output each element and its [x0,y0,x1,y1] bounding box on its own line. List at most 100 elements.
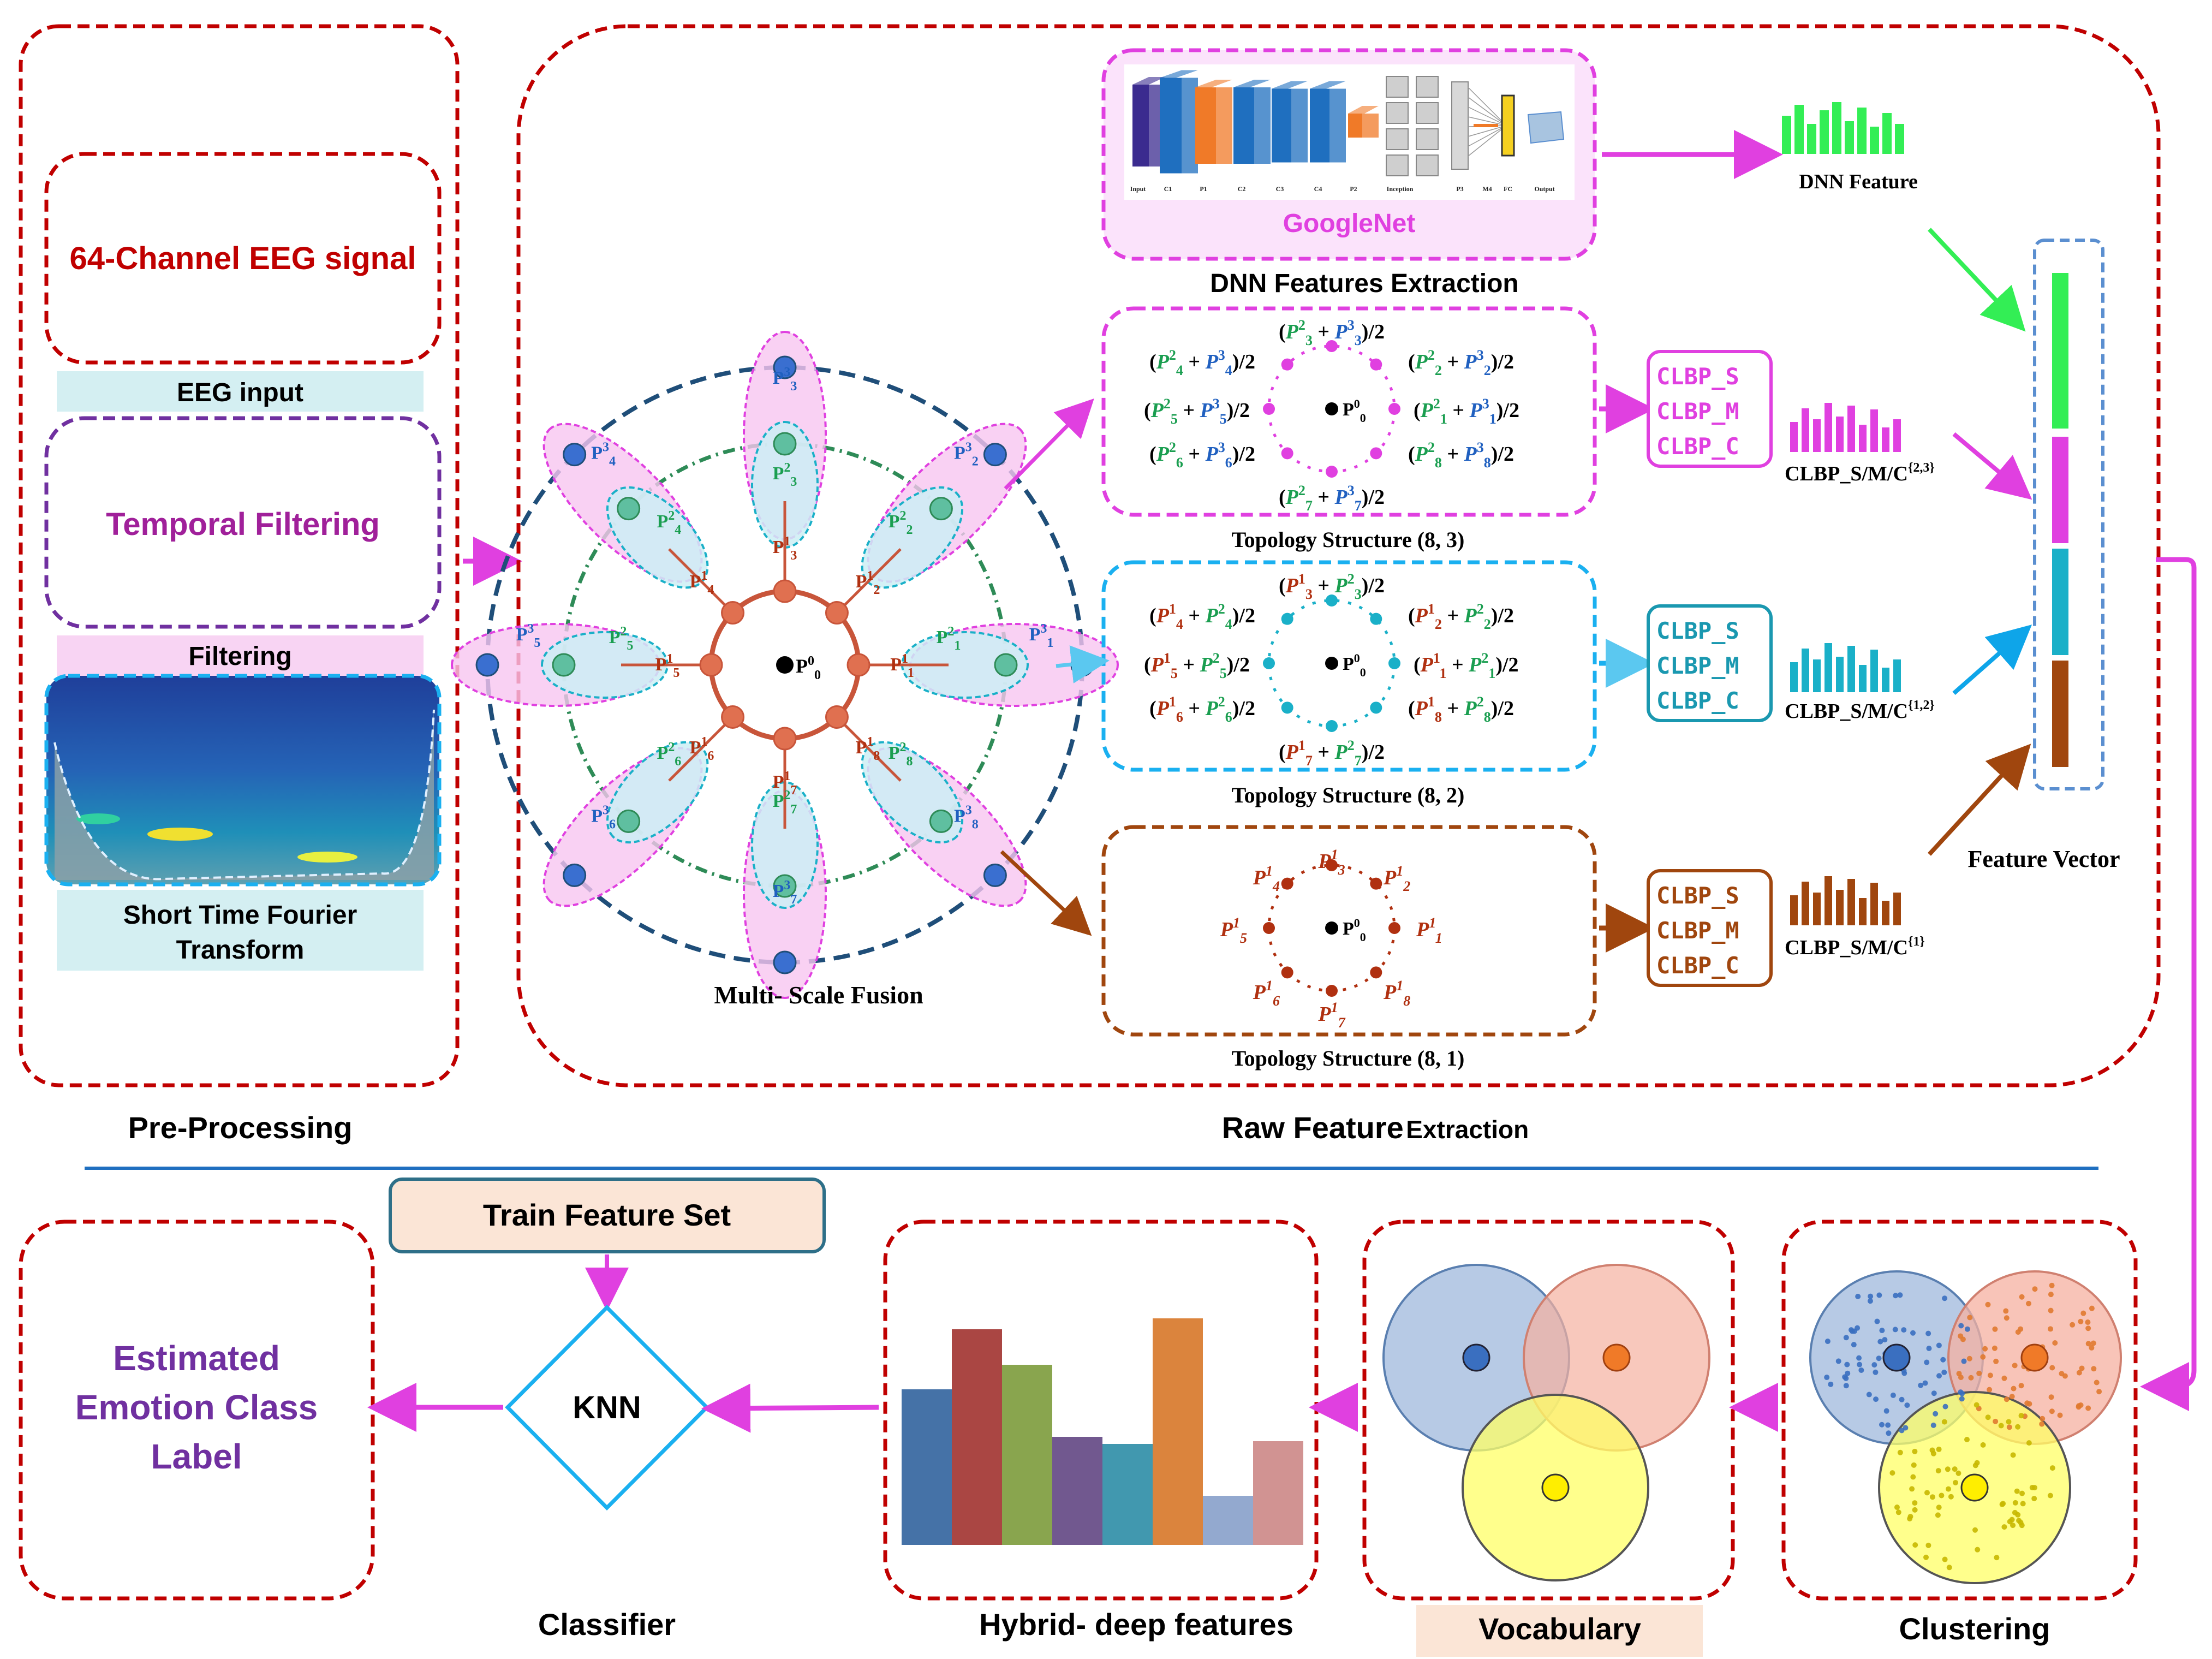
fusion-point-p3 [773,355,797,379]
cluster-point [1874,1318,1880,1324]
fusion-center-point [776,656,794,674]
fv-81-segment [2052,661,2068,767]
topology-title: Topology Structure (8, 3) [1232,527,1465,552]
fv-82-segment [2052,549,2068,655]
cnn-inception-cell [1386,76,1409,98]
cluster-point [2079,1365,2085,1371]
cluster-point [1856,1355,1862,1361]
cluster-point [1910,1474,1916,1480]
fusion-label-p2: P27 [773,788,797,817]
feature-vector: Feature Vector [1968,239,2120,872]
cnn-inception-cell [1386,128,1409,150]
cluster-point [2085,1341,2091,1347]
topology-pair-label: (P17 + P27)/2 [1279,738,1385,769]
cluster-point [1975,1547,1981,1553]
multiscale-fusion-diagram: P33P23P13P32P22P12P31P21P11P38P28P18P37P… [451,331,1119,999]
cluster-point [2018,1383,2024,1389]
estimated-line-2: Emotion Class [75,1388,318,1427]
eeg-input-band [57,371,424,412]
hybrid-bar [1203,1496,1253,1545]
cluster-point [2011,1386,2017,1392]
cluster-point [1844,1361,1850,1367]
cluster-point [1843,1383,1849,1389]
knn-diamond [505,1305,709,1511]
raw-feature-panel: Raw Feature Extraction [516,24,2161,1145]
fusion-label-p3: P31 [1029,622,1054,650]
cluster-point [2076,1403,2082,1409]
histogram-bar [1790,662,1798,692]
topology-point [1281,877,1293,890]
cluster-point [1824,1375,1830,1381]
cluster-point [2000,1501,2006,1507]
fusion-point-p2 [929,497,953,521]
cnn-layer-label: FC [1504,185,1512,193]
topology-point-label: P12 [1383,863,1410,894]
clbp-label: CLBP_S [1656,617,1739,644]
cluster-point [1912,1448,1918,1454]
cluster-point [2048,1326,2054,1332]
cluster-point [2019,1294,2025,1300]
cnn-inception-cell [1386,102,1409,124]
topology-title: Topology Structure (8, 2) [1232,783,1465,807]
histogram-bar [1825,403,1832,452]
fusion-label-p3: P33 [773,365,797,394]
topology-point [1370,447,1382,460]
cluster-point [2012,1363,2018,1369]
histogram-bar [1825,643,1832,692]
topology-pair-label: (P23 + P33)/2 [1279,317,1385,348]
fusion-point-p2 [994,653,1018,677]
cnn-fc [1501,94,1515,157]
cluster-point [1959,1396,1965,1402]
arrow-fusion-to-topo81 [1000,850,1092,936]
cluster-point [1987,1372,1993,1378]
histogram-bar [1832,102,1841,154]
estimated-line-3: Label [151,1437,242,1476]
eeg-signal-text: 64-Channel EEG signal [70,241,416,276]
spectrogram-image [44,674,442,887]
topology-pair-label: (P14 + P24)/2 [1149,601,1255,632]
cluster-point [1857,1361,1863,1367]
cluster-point [2009,1517,2015,1523]
cluster-point [1985,1414,1991,1420]
histogram-bar [1893,893,1901,925]
cluster-point [1936,1505,1942,1511]
clbp-histogram-label: CLBP_S/M/C{1,2} [1785,698,1935,723]
topology-frame [1101,825,1597,1037]
cluster-point [2009,1394,2015,1400]
temporal-filtering-text: Temporal Filtering [106,507,380,542]
topology-point [1326,985,1338,997]
clbp-label: CLBP_S [1656,882,1739,909]
cluster-point [1851,1342,1857,1348]
hybrid-bar [1002,1365,1052,1545]
cluster-point [2052,1340,2058,1346]
clbp-box [1647,604,1773,722]
clbp-box [1647,869,1773,987]
histogram-bar [1882,901,1889,925]
hybrid-bar [1153,1318,1203,1545]
cluster-point [1885,1422,1891,1428]
cluster-point [1980,1442,1986,1448]
fusion-label-p3: P35 [516,622,541,650]
knn-label: KNN [573,1390,641,1425]
histogram-bar [1820,110,1829,154]
cnn-layer-top [1132,77,1165,85]
cluster-point [1953,1479,1959,1485]
fusion-point-p3 [773,950,797,974]
fusion-point-p3 [563,863,587,887]
topology-pair-label: (P26 + P36)/2 [1149,439,1255,471]
cluster-point [1929,1494,1935,1500]
cluster-point [1889,1470,1895,1476]
histogram-bar [1802,649,1809,692]
cluster-point [2076,1370,2082,1376]
fusion-point-p2 [773,432,797,456]
cluster-point [1974,1460,1980,1466]
cnn-layer-top [1233,80,1271,87]
histogram-bar [1790,895,1798,925]
cluster-point [1835,1358,1841,1364]
fusion-spoke [668,548,732,612]
hybrid-title: Hybrid- deep features [979,1607,1293,1642]
cluster-point [1964,1326,1970,1332]
cluster-point [1911,1462,1917,1468]
cnn-link [1468,125,1507,157]
cnn-layer-side [1254,87,1271,164]
